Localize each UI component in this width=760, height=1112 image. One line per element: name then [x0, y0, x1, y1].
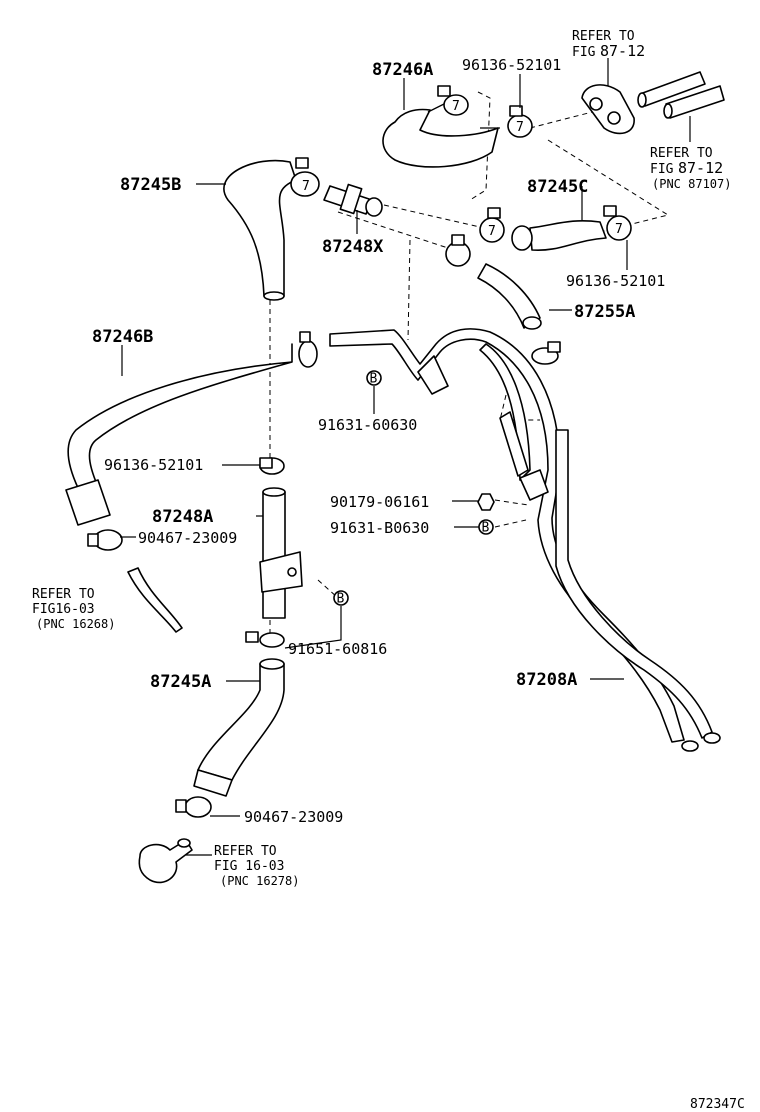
svg-text:7: 7 — [516, 120, 524, 135]
label-96136-52101-right: 96136-52101 — [566, 272, 665, 290]
svg-text:B: B — [337, 592, 345, 607]
svg-text:B: B — [370, 372, 378, 387]
hose-87246A[interactable] — [382, 99, 500, 168]
bolt-91631-B0630: B — [478, 519, 494, 536]
hose-87245B[interactable] — [223, 159, 297, 301]
label-90467-23009-upper: 90467-23009 — [138, 529, 237, 547]
flange-fig-87-12 — [581, 84, 635, 135]
clamp-96136-top: 7 — [507, 105, 533, 138]
bolt-91651-60816: B — [333, 590, 349, 607]
svg-text:REFER TO: REFER TO — [572, 29, 635, 44]
svg-text:(PNC 87107): (PNC 87107) — [652, 177, 731, 191]
label-90179-06161: 90179-06161 — [330, 493, 429, 511]
svg-text:FIG: FIG — [572, 45, 596, 60]
label-87246A: 87246A — [372, 60, 433, 80]
leader-lines — [120, 58, 691, 856]
hose-87255A[interactable] — [477, 263, 542, 330]
reference-left: REFER TO FIG16-03 (PNC 16268) — [32, 587, 115, 631]
figure-id: 872347C — [690, 1097, 745, 1112]
hose-87245C[interactable] — [511, 219, 607, 251]
svg-text:7: 7 — [452, 99, 460, 114]
part-labels: 87246A 96136-52101 87245B 87248X 87245C … — [92, 56, 665, 826]
svg-text:REFER TO: REFER TO — [650, 146, 713, 161]
svg-text:FIG: FIG — [650, 162, 674, 177]
svg-text:REFER TO: REFER TO — [214, 844, 277, 859]
label-87246B: 87246B — [92, 327, 153, 347]
pipe-87208A[interactable] — [329, 328, 721, 752]
label-87245B: 87245B — [120, 175, 181, 195]
label-87248X: 87248X — [322, 237, 384, 257]
svg-text:7: 7 — [615, 222, 623, 237]
svg-text:(PNC 16268): (PNC 16268) — [36, 617, 115, 631]
nut-90179-06161 — [477, 493, 495, 511]
clamp-87245C-left: 7 — [479, 207, 505, 243]
joint-87248X[interactable] — [323, 183, 383, 217]
label-87245A: 87245A — [150, 672, 211, 692]
pipes-fig-87-12 — [637, 71, 725, 119]
clamp-87245C-right: 7 — [603, 205, 632, 241]
svg-text:87-12: 87-12 — [678, 159, 723, 177]
svg-text:FIG 16-03: FIG 16-03 — [214, 859, 284, 874]
svg-text:87-12: 87-12 — [600, 42, 645, 60]
assembly-guide-lines — [269, 91, 670, 640]
clamp-90467-lower — [175, 796, 212, 818]
clamp-mid-left — [445, 234, 471, 267]
label-91651-60816: 91651-60816 — [288, 640, 387, 658]
label-87208A: 87208A — [516, 670, 577, 690]
hose-clamp-87246A: 7 — [437, 85, 469, 116]
hose-87245A[interactable] — [193, 658, 285, 797]
hose-fig-16-03-left — [127, 567, 183, 633]
clamp-87245B: 7 — [290, 157, 320, 197]
hose-87246B[interactable] — [65, 343, 293, 526]
reference-top: REFER TO FIG 87-12 — [572, 29, 645, 60]
label-96136-52101-top: 96136-52101 — [462, 56, 561, 74]
label-87255A: 87255A — [574, 302, 635, 322]
bolt-91631-60630: B — [366, 370, 382, 387]
label-91631-60630: 91631-60630 — [318, 416, 417, 434]
svg-text:REFER TO: REFER TO — [32, 587, 95, 602]
label-90467-23009-lower: 90467-23009 — [244, 808, 343, 826]
clamp-87255A — [531, 341, 561, 365]
clamp-96136-mid — [259, 457, 285, 475]
svg-text:FIG16-03: FIG16-03 — [32, 602, 95, 617]
fitting-fig-16-03-lower — [138, 838, 193, 884]
reference-bottom: REFER TO FIG 16-03 (PNC 16278) — [214, 844, 299, 888]
label-96136-52101-mid: 96136-52101 — [104, 456, 203, 474]
clamp-91651-pipe-lower — [245, 631, 285, 648]
svg-text:7: 7 — [302, 179, 310, 194]
label-87248A: 87248A — [152, 507, 213, 527]
clamp-87246B-right — [298, 331, 318, 368]
clamp-90467-upper — [87, 529, 123, 551]
pipe-87248A[interactable] — [259, 487, 303, 619]
reference-right: REFER TO FIG 87-12 (PNC 87107) — [650, 146, 731, 191]
svg-text:B: B — [482, 521, 490, 536]
label-87245C: 87245C — [527, 177, 588, 197]
svg-text:(PNC 16278): (PNC 16278) — [220, 874, 299, 888]
svg-text:7: 7 — [488, 224, 496, 239]
label-91631-B0630: 91631-B0630 — [330, 519, 429, 537]
